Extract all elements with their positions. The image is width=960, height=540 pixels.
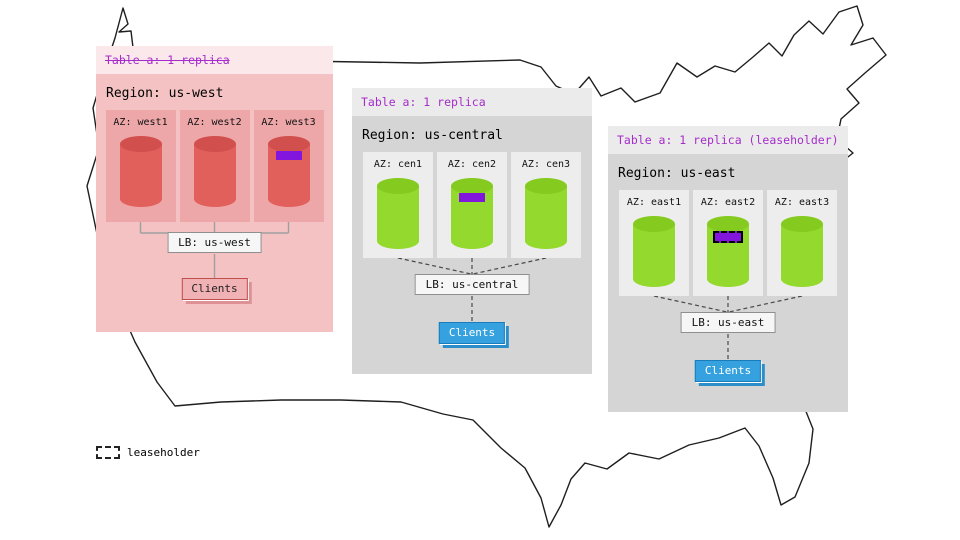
az-box-cen3: AZ: cen3	[511, 152, 581, 258]
leaseholder-replica-marker	[713, 231, 743, 243]
cylinder-icon	[525, 178, 567, 249]
load-balancer-us-west: LB: us-west	[167, 232, 262, 253]
connector-lines-us-east	[653, 295, 803, 360]
panel-header-us-central: Table a: 1 replica	[352, 88, 592, 116]
az-row-us-west: AZ: west1 AZ: west2	[96, 110, 333, 222]
az-box-west1: AZ: west1	[105, 110, 176, 222]
az-row-us-central: AZ: cen1 AZ: cen2	[352, 152, 592, 258]
database-replica-cylinder	[780, 216, 824, 288]
az-label: AZ: cen3	[521, 159, 571, 170]
region-label-us-central: Region: us-central	[362, 128, 503, 143]
az-label: AZ: west1	[113, 117, 168, 128]
cylinder-icon	[193, 136, 236, 207]
cylinder-icon	[119, 136, 162, 207]
database-replica-cylinder	[632, 216, 676, 288]
database-replica-cylinder	[193, 136, 237, 208]
database-replica-cylinder	[376, 178, 420, 250]
cylinder-icon	[267, 136, 310, 207]
az-label: AZ: west2	[187, 117, 242, 128]
database-replica-cylinder	[119, 136, 163, 208]
az-box-east1: AZ: east1	[619, 190, 689, 296]
legend-label: leaseholder	[127, 446, 200, 459]
az-box-cen1: AZ: cen1	[363, 152, 433, 258]
region-label-us-west: Region: us-west	[106, 86, 224, 101]
az-box-cen2: AZ: cen2	[437, 152, 507, 258]
load-balancer-us-east: LB: us-east	[680, 312, 776, 333]
table-label-us-central: Table a: 1 replica	[361, 95, 486, 109]
legend: leaseholder	[96, 446, 200, 459]
az-label: AZ: cen2	[447, 159, 497, 170]
region-panel-us-east: Table a: 1 replica (leaseholder) Region:…	[608, 126, 848, 412]
cylinder-icon	[451, 178, 493, 249]
az-row-us-east: AZ: east1 AZ: east2	[608, 190, 848, 296]
leaseholder-swatch-icon	[96, 446, 120, 459]
load-balancer-us-central: LB: us-central	[414, 274, 530, 295]
table-label-us-west: Table a: 1 replica	[105, 53, 230, 67]
az-label: AZ: east2	[700, 197, 756, 208]
region-panel-us-west: Table a: 1 replica Region: us-west AZ: w…	[96, 46, 333, 332]
panel-header-us-west: Table a: 1 replica	[96, 46, 333, 74]
az-box-west3: AZ: west3	[253, 110, 324, 222]
clients-box-us-central: Clients	[438, 322, 506, 344]
az-box-east3: AZ: east3	[767, 190, 837, 296]
database-replica-cylinder	[524, 178, 568, 250]
az-label: AZ: east3	[774, 197, 830, 208]
cylinder-icon	[707, 216, 749, 287]
cylinder-icon	[781, 216, 823, 287]
az-label: AZ: cen1	[373, 159, 423, 170]
database-replica-cylinder	[706, 216, 750, 288]
cylinder-icon	[377, 178, 419, 249]
connector-lines-us-central	[397, 257, 547, 322]
table-label-us-east: Table a: 1 replica (leaseholder)	[617, 133, 839, 147]
database-replica-cylinder	[267, 136, 311, 208]
panel-header-us-east: Table a: 1 replica (leaseholder)	[608, 126, 848, 154]
cylinder-icon	[633, 216, 675, 287]
clients-box-us-east: Clients	[694, 360, 762, 382]
region-label-us-east: Region: us-east	[618, 166, 736, 181]
az-box-west2: AZ: west2	[179, 110, 250, 222]
table-replica-marker	[459, 193, 485, 202]
database-replica-cylinder	[450, 178, 494, 250]
region-panel-us-central: Table a: 1 replica Region: us-central AZ…	[352, 88, 592, 374]
az-box-east2: AZ: east2	[693, 190, 763, 296]
clients-box-us-west: Clients	[181, 278, 248, 300]
table-replica-marker	[275, 151, 302, 160]
az-label: AZ: east1	[626, 197, 682, 208]
az-label: AZ: west3	[261, 117, 316, 128]
